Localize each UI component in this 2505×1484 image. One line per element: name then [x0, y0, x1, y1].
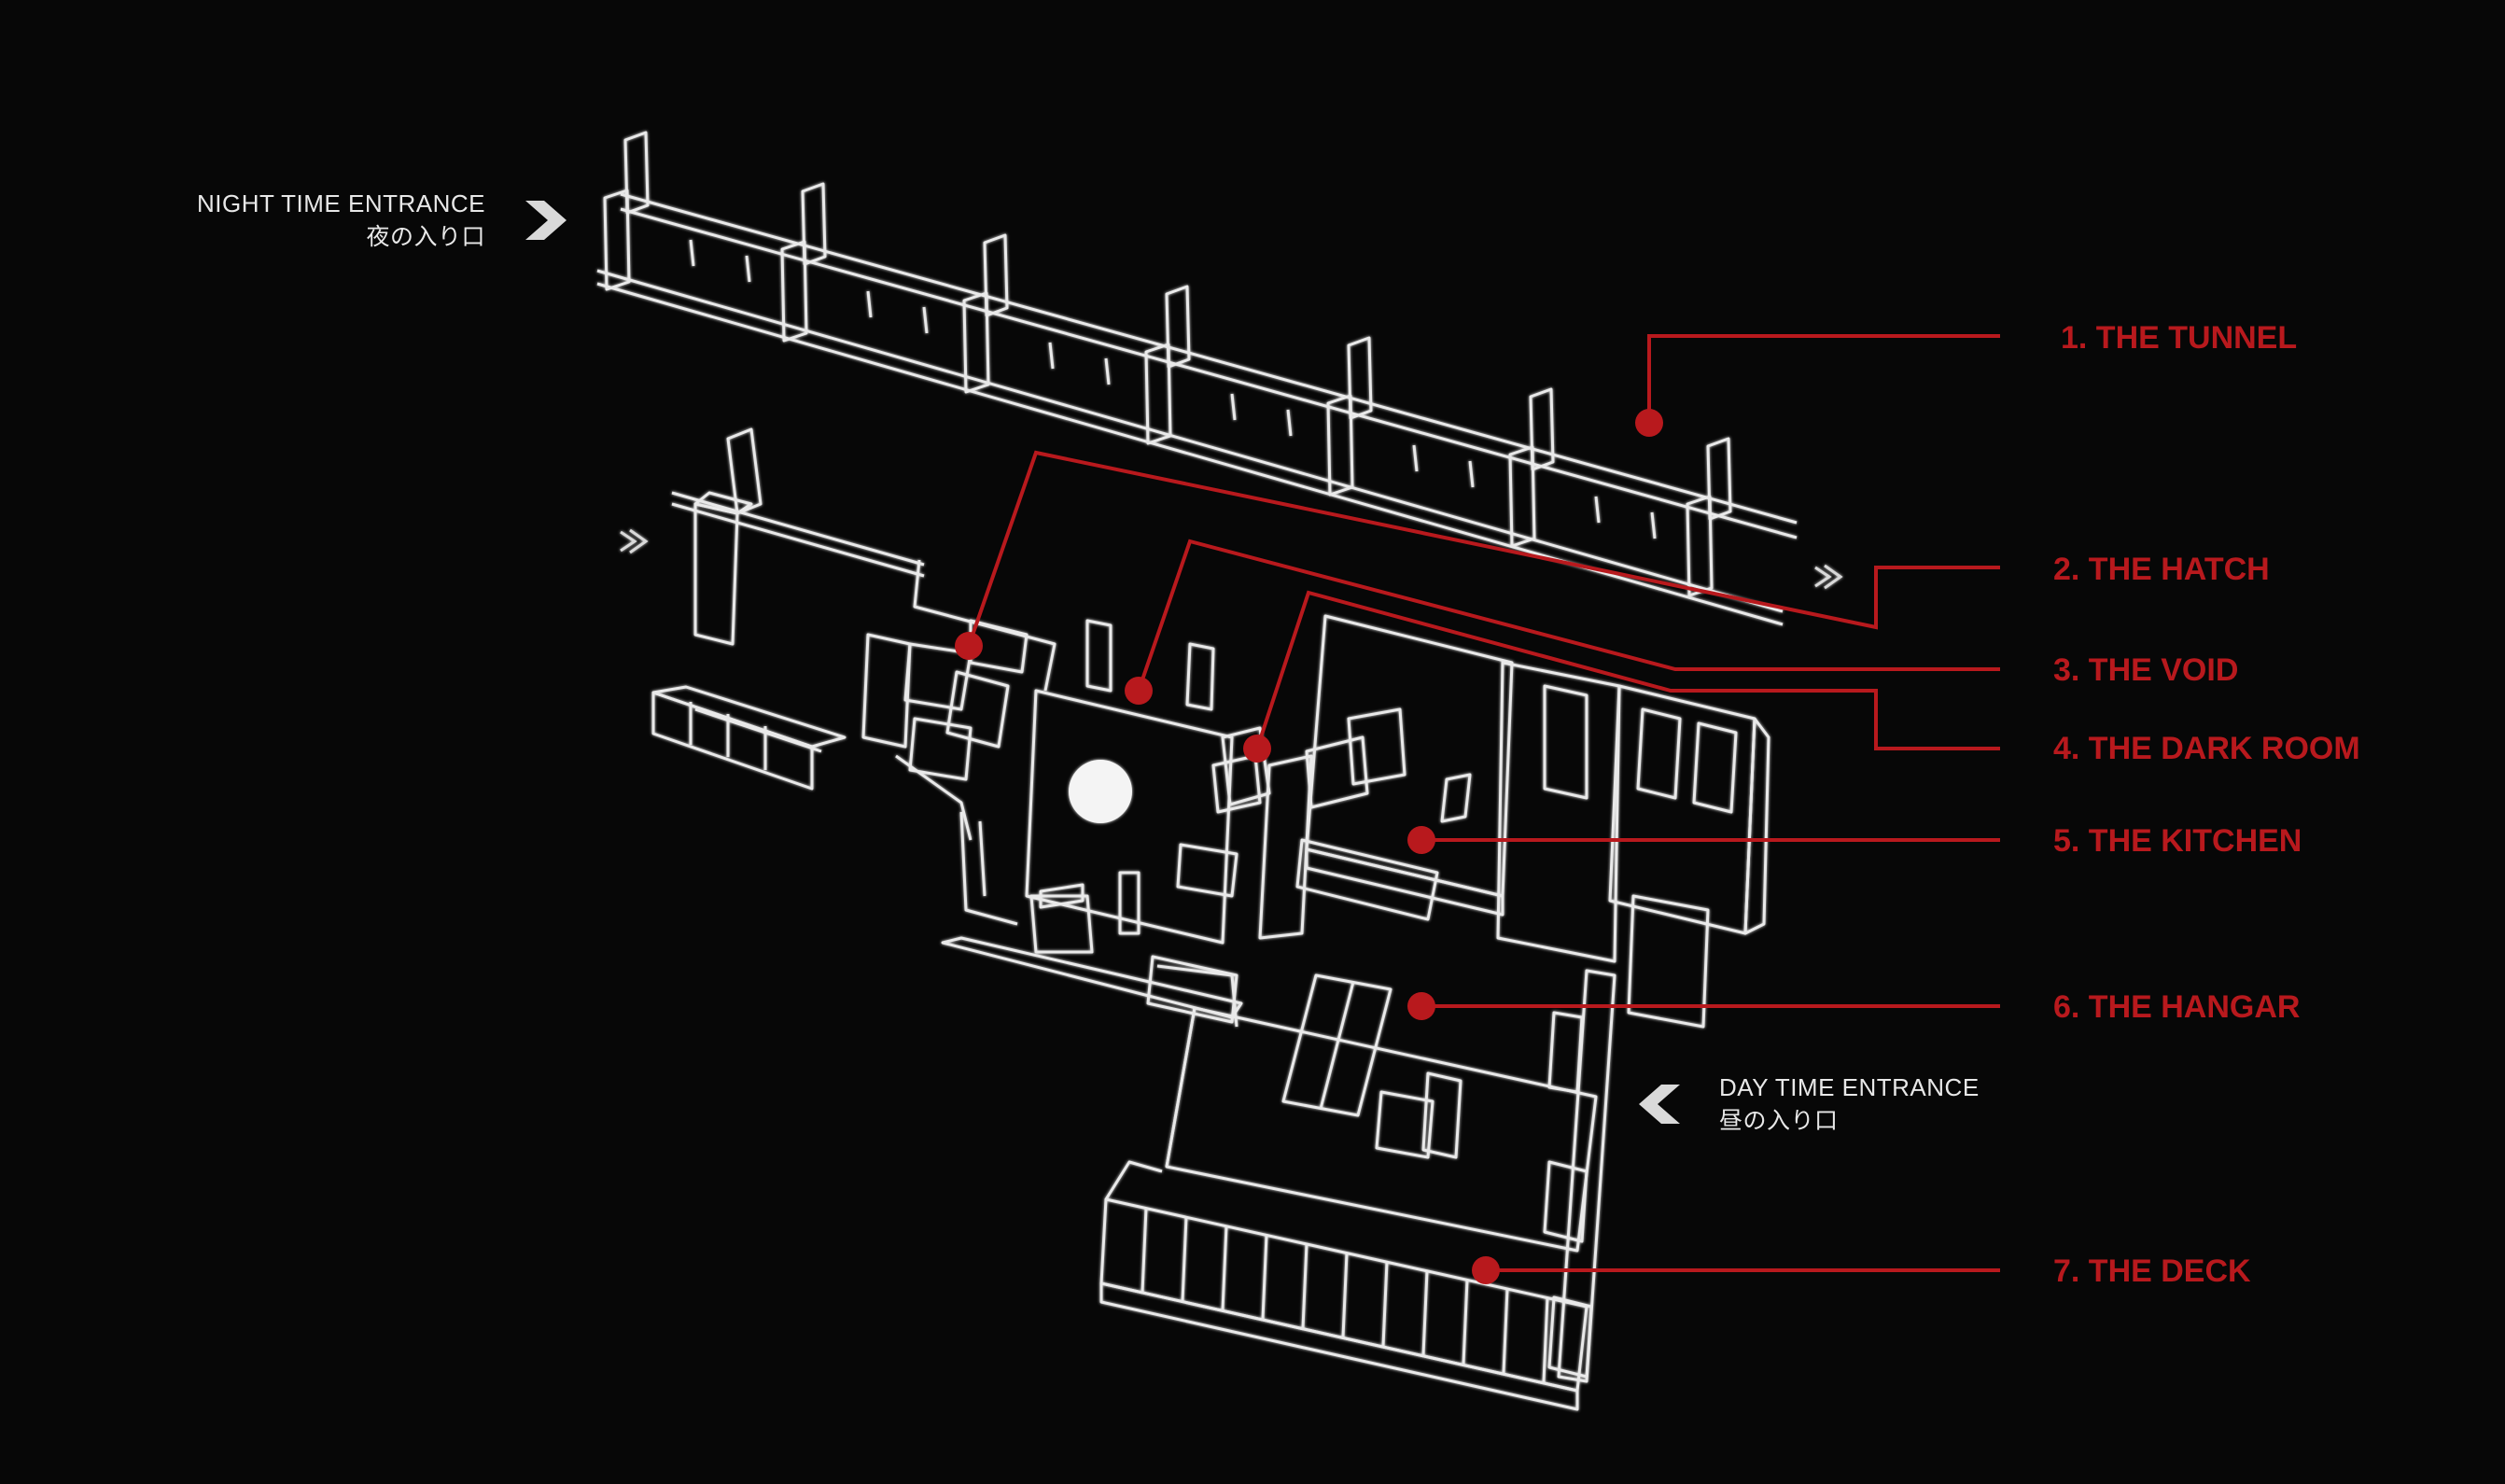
tunnel-lamp: [689, 239, 695, 267]
tunnel-pillar: [1706, 437, 1732, 521]
leader-lines: [967, 334, 2000, 1272]
chevron-left-icon: [1639, 1085, 1680, 1124]
tunnel-lamp: [866, 290, 873, 318]
night-entrance-jp: 夜の入り口: [366, 223, 485, 250]
deck-divider: [1181, 1217, 1188, 1302]
tunnel-lamp: [922, 306, 929, 334]
tunnel-pillar: [603, 189, 631, 291]
leader-dark-room: [1255, 590, 2000, 750]
tunnel-pillar: [623, 131, 650, 215]
chevron-right-icon: [525, 201, 567, 240]
tunnel-pillar: [1686, 495, 1714, 597]
deck-divider: [1221, 1225, 1228, 1310]
tunnel-pillar: [983, 233, 1009, 317]
tunnel-pillar: [1144, 343, 1172, 445]
room-label-deck: 7. THE DECK: [2053, 1253, 2251, 1289]
room-label-kitchen: 5. THE KITCHEN: [2053, 823, 2302, 859]
tunnel-lamp: [1412, 444, 1419, 472]
night-entrance-label: NIGHT TIME ENTRANCE 夜の入り口: [197, 187, 485, 254]
tunnel-lamp: [1230, 393, 1237, 421]
deck-divider: [1341, 1253, 1349, 1337]
deck-divider: [1301, 1243, 1308, 1329]
tunnel-lamp: [1650, 511, 1657, 539]
tunnel-lamp: [1048, 342, 1055, 370]
tunnel-lamp: [1468, 460, 1475, 488]
room-label-hatch: 2. THE HATCH: [2053, 552, 2270, 587]
deck-divider: [1261, 1235, 1268, 1320]
day-entrance-jp: 昼の入り口: [1719, 1107, 1839, 1134]
deck-divider: [1542, 1297, 1549, 1382]
tunnel-lamp: [1286, 409, 1293, 437]
tunnel-lamp: [1104, 357, 1111, 385]
tunnel-lamp: [745, 255, 751, 283]
leader-void: [1137, 539, 2000, 692]
deck-divider: [1421, 1270, 1429, 1355]
small-arrow-icon: [620, 528, 1843, 590]
tunnel-pillar: [1347, 336, 1373, 420]
tunnel-pillar: [1508, 445, 1536, 548]
leader-hatch: [967, 450, 2000, 647]
day-entrance-en: DAY TIME ENTRANCE: [1719, 1073, 1980, 1101]
leader-dots: [955, 409, 1663, 1284]
tunnel-pillar: [801, 182, 827, 266]
deck-divider: [1141, 1208, 1148, 1293]
room-label-dark-room: 4. THE DARK ROOM: [2053, 731, 2360, 766]
tunnel-pillar: [962, 291, 990, 394]
tunnel-pillar: [1529, 387, 1555, 471]
room-label-tunnel: 1. THE TUNNEL: [2061, 320, 2298, 356]
day-entrance-label: DAY TIME ENTRANCE 昼の入り口: [1719, 1071, 1980, 1138]
void-circle: [1069, 760, 1132, 823]
tunnel-pillar: [1165, 285, 1191, 369]
tunnel-pillar: [780, 240, 808, 343]
tunnel-lamp: [1594, 496, 1601, 524]
deck-divider: [1462, 1280, 1469, 1365]
building-outline: [651, 427, 1770, 1411]
room-label-void: 3. THE VOID: [2053, 652, 2239, 688]
deck-divider: [1502, 1288, 1509, 1374]
leader-tunnel: [1647, 334, 2000, 423]
room-label-hangar: 6. THE HANGAR: [2053, 989, 2301, 1025]
night-entrance-en: NIGHT TIME ENTRANCE: [196, 189, 485, 217]
deck-divider: [1381, 1262, 1389, 1347]
tunnel-structure: [596, 131, 1798, 626]
tunnel-pillar: [1326, 394, 1354, 497]
